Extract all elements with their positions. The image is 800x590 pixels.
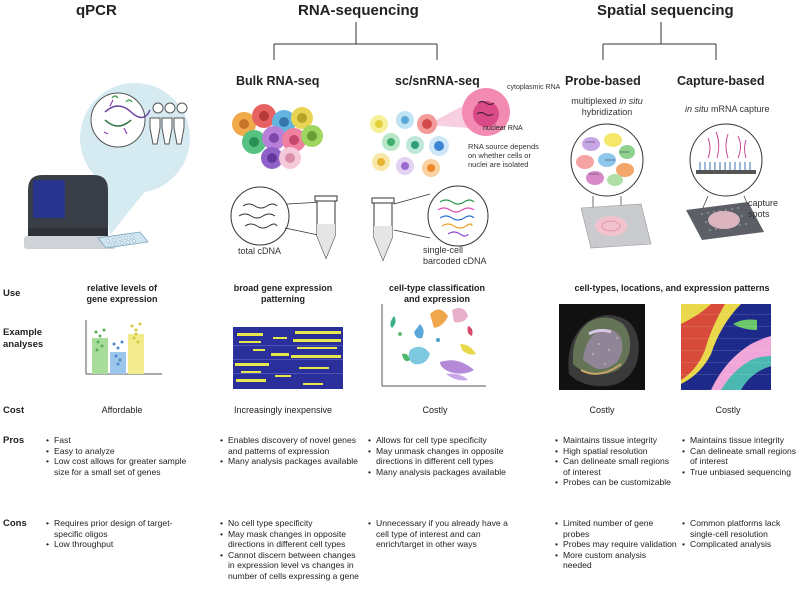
sc-cells-illustration xyxy=(370,88,510,177)
pros-bulk-item: Enables discovery of novel genes and pat… xyxy=(220,435,360,456)
row-label-use: Use xyxy=(3,288,21,299)
caption-capture-spots-line1: capture xyxy=(748,198,779,208)
pros-probe-list: Maintains tissue integrity High spatial … xyxy=(555,435,677,488)
pros-bulk-list: Enables discovery of novel genes and pat… xyxy=(220,435,360,467)
pros-capture-item: Maintains tissue integrity xyxy=(682,435,798,446)
qpcr-bar-plot xyxy=(85,320,162,375)
caption-capture-spots-line2: spots xyxy=(748,209,770,219)
caption-single-cell-line2: barcoded cDNA xyxy=(423,256,487,266)
subheader-bulk-rnaseq: Bulk RNA-seq xyxy=(236,74,320,88)
use-spatial: cell-types, locations, and expression pa… xyxy=(574,283,770,293)
row-label-example-analyses: Example analyses xyxy=(3,327,43,351)
cost-bulk: Increasingly inexpensive xyxy=(233,405,333,415)
cons-capture-item: Common platforms lack single-cell resolu… xyxy=(682,518,798,539)
cons-probe-item: Probes may require validation xyxy=(555,539,677,550)
caption-single-cell-line1: single-cell xyxy=(423,245,464,255)
cons-bulk-list: No cell type specificity May mask change… xyxy=(220,518,360,582)
use-bulk: broad gene expression patterning xyxy=(218,283,348,305)
cons-sc-list: Unnecessary if you already have a cell t… xyxy=(368,518,508,550)
header-qpcr: qPCR xyxy=(76,2,117,19)
probe-spatial-image xyxy=(559,304,645,390)
cons-qpcr-list: Requires prior design of target-specific… xyxy=(46,518,196,550)
cons-probe-item: Limited number of gene probes xyxy=(555,518,677,539)
cons-capture-list: Common platforms lack single-cell resolu… xyxy=(682,518,798,550)
row-label-example-line2: analyses xyxy=(3,339,44,350)
caption-capture-rest: mRNA capture xyxy=(708,104,770,114)
cost-capture: Costly xyxy=(715,405,741,415)
use-bulk-line2: patterning xyxy=(261,294,305,304)
caption-multiplexed-word: multiplexed xyxy=(571,96,617,106)
sc-umap-plot xyxy=(381,304,486,387)
caption-rna-source-line2: on whether cells or xyxy=(468,151,531,160)
pros-sc-item: May unmask changes in opposite direction… xyxy=(368,446,508,467)
caption-rna-source-line1: RNA source depends xyxy=(468,142,539,151)
probe-illustration xyxy=(570,123,652,249)
row-label-pros: Pros xyxy=(3,435,25,446)
use-qpcr-line2: gene expression xyxy=(86,294,158,304)
pros-probe-item: Probes can be customizable xyxy=(555,477,677,488)
pros-bulk-item: Many analysis packages available xyxy=(220,456,360,467)
cons-capture-item: Complicated analysis xyxy=(682,539,798,550)
use-sc-line2: and expression xyxy=(403,294,471,304)
row-label-cost: Cost xyxy=(3,405,25,416)
header-rna-sequencing: RNA-sequencing xyxy=(298,2,419,19)
caption-multiplexed-insitu: in situ xyxy=(619,96,643,106)
subheader-capture-based: Capture-based xyxy=(677,74,765,88)
bulk-cells-cluster xyxy=(232,104,323,169)
pros-sc-list: Allows for cell type specificity May unm… xyxy=(368,435,508,477)
cons-probe-item: More custom analysis needed xyxy=(555,550,677,571)
use-qpcr: relative levels of gene expression xyxy=(62,283,182,305)
use-sc-line1: cell-type classification xyxy=(388,283,486,293)
qpcr-illustration xyxy=(24,83,190,249)
subheader-sc-snrnaseq: sc/snRNA-seq xyxy=(395,74,480,88)
caption-total-cdna: total cDNA xyxy=(238,246,282,256)
pros-capture-item: True unbiased sequencing xyxy=(682,467,798,478)
cons-bulk-item: May mask changes in opposite directions … xyxy=(220,529,360,550)
cons-qpcr-item: Low throughput xyxy=(46,539,196,550)
cost-sc: Costly xyxy=(422,405,448,415)
caption-nuclear-rna: nuclear RNA xyxy=(483,125,523,132)
cons-probe-list: Limited number of gene probes Probes may… xyxy=(555,518,677,571)
caption-cytoplasmic-rna: cytoplasmic RNA xyxy=(507,84,561,91)
cons-bulk-item: Cannot discern between changes in expres… xyxy=(220,550,360,582)
sc-cdna-illustration xyxy=(371,185,489,262)
cost-probe: Costly xyxy=(589,405,615,415)
caption-rna-source-line3: nuclei are isolated xyxy=(468,160,529,169)
pros-probe-item: High spatial resolution xyxy=(555,446,677,457)
pros-probe-item: Can delineate small regions of interest xyxy=(555,456,677,477)
row-label-cons: Cons xyxy=(3,518,27,529)
cons-sc-item: Unnecessary if you already have a cell t… xyxy=(368,518,508,550)
caption-capture: in situ mRNA capture xyxy=(685,104,770,114)
caption-capture-spots: capture spots xyxy=(748,198,778,220)
caption-multiplexed: multiplexed in situ hybridization xyxy=(562,96,652,118)
capture-illustration xyxy=(686,123,764,240)
row-label-example-line1: Example xyxy=(3,327,43,338)
use-qpcr-line1: relative levels of xyxy=(86,283,158,293)
pros-capture-list: Maintains tissue integrity Can delineate… xyxy=(682,435,798,477)
cons-bulk-item: No cell type specificity xyxy=(220,518,360,529)
pros-sc-item: Allows for cell type specificity xyxy=(368,435,508,446)
pros-qpcr-item: Low cost allows for greater sample size … xyxy=(46,456,196,477)
caption-multiplexed-line2: hybridization xyxy=(581,107,633,117)
pros-qpcr-list: Fast Easy to analyze Low cost allows for… xyxy=(46,435,196,477)
capture-spatial-image xyxy=(681,304,771,390)
use-bulk-line1: broad gene expression xyxy=(233,283,333,293)
cost-qpcr: Affordable xyxy=(101,405,143,415)
caption-capture-insitu: in situ xyxy=(685,104,709,114)
cons-qpcr-item: Requires prior design of target-specific… xyxy=(46,518,196,539)
pros-sc-item: Many analysis packages available xyxy=(368,467,508,478)
subheader-probe-based: Probe-based xyxy=(565,74,641,88)
bulk-heatmap xyxy=(233,327,343,389)
pros-qpcr-item: Easy to analyze xyxy=(46,446,196,457)
caption-rna-source: RNA source depends on whether cells or n… xyxy=(468,142,539,169)
pros-qpcr-item: Fast xyxy=(46,435,196,446)
caption-multiplexed-line1: multiplexed in situ xyxy=(562,96,652,107)
pros-capture-item: Can delineate small regions of interest xyxy=(682,446,798,467)
caption-single-cell-cdna: single-cell barcoded cDNA xyxy=(423,245,487,267)
tree-connectors xyxy=(273,22,717,60)
use-sc: cell-type classification and expression xyxy=(372,283,502,305)
pros-probe-item: Maintains tissue integrity xyxy=(555,435,677,446)
header-spatial-sequencing: Spatial sequencing xyxy=(597,2,734,19)
bulk-cdna-illustration xyxy=(230,186,338,260)
